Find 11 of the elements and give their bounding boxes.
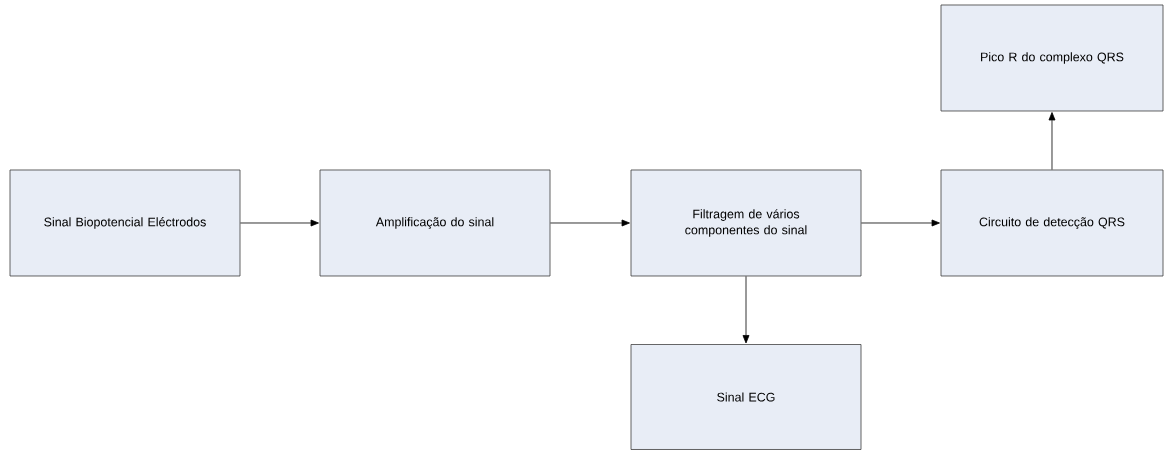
process-box: Sinal Biopotencial Eléctrodos bbox=[9, 169, 241, 277]
arrow bbox=[742, 276, 750, 344]
arrow bbox=[550, 219, 630, 227]
arrow bbox=[861, 219, 940, 227]
arrow bbox=[1048, 112, 1056, 170]
process-box: Pico R do complexo QRS bbox=[940, 4, 1164, 112]
process-box: Circuito de detecção QRS bbox=[940, 169, 1164, 277]
process-box: Amplificação do sinal bbox=[319, 169, 551, 277]
arrow bbox=[240, 219, 319, 227]
process-box: Sinal ECG bbox=[630, 344, 862, 450]
process-box: Filtragem de vários componentes do sinal bbox=[630, 169, 862, 277]
